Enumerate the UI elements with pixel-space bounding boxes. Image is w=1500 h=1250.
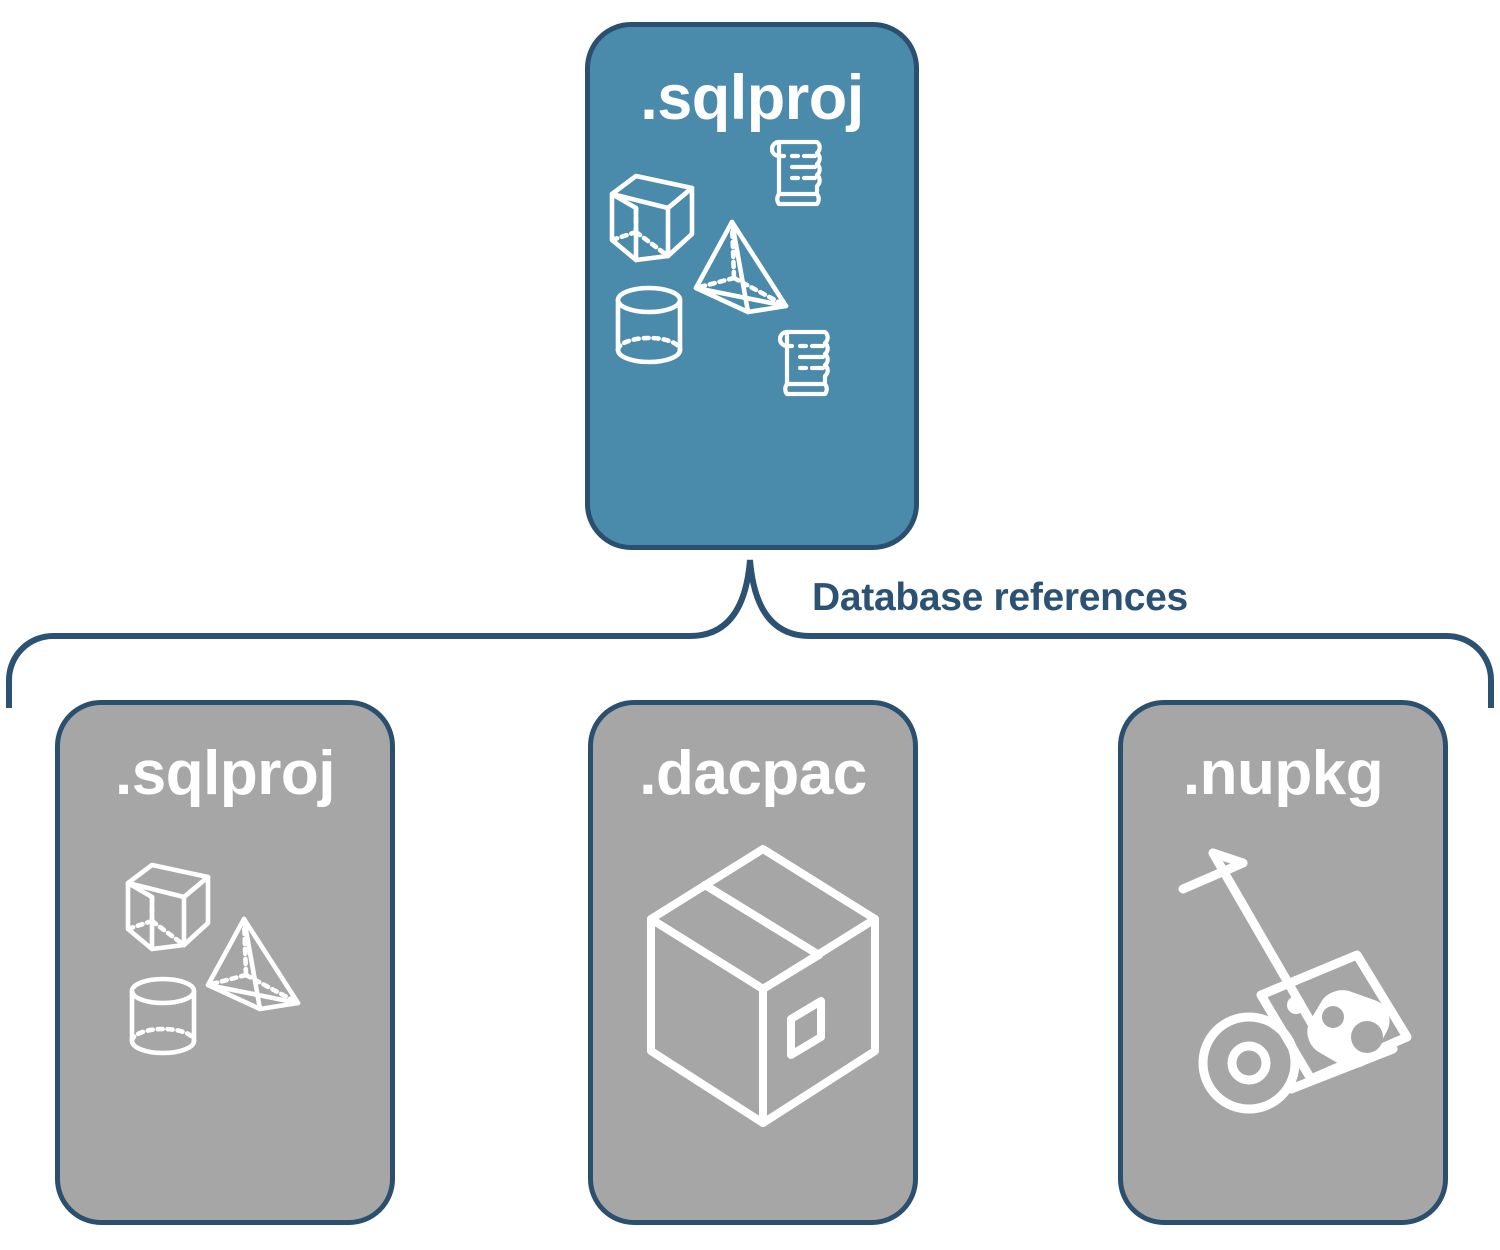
nuget-package-icon [1256, 950, 1412, 1084]
hand-truck-icon [1178, 848, 1412, 1114]
card-icon-group [60, 805, 390, 1220]
card-nupkg-reference[interactable]: .nupkg [1118, 700, 1448, 1225]
brace-label: Database references [812, 576, 1188, 619]
card-sqlproj-reference[interactable]: .sqlproj [55, 700, 395, 1225]
card-title: .sqlproj [640, 63, 864, 133]
card-title: .nupkg [1182, 739, 1384, 808]
cube-icon [609, 173, 695, 263]
cube-icon [125, 862, 211, 952]
scroll-icon [777, 329, 830, 397]
card-title: .sqlproj [115, 739, 335, 808]
pyramid-icon [205, 916, 301, 1012]
card-icon-group [593, 805, 913, 1220]
package-box-icon [647, 845, 879, 1127]
pyramid-icon [693, 219, 789, 315]
card-title: .dacpac [639, 739, 867, 808]
card-sqlproj-root[interactable]: .sqlproj [585, 22, 919, 550]
scroll-icon [769, 139, 822, 207]
card-icon-group [590, 130, 914, 545]
card-dacpac-reference[interactable]: .dacpac [588, 700, 918, 1225]
cylinder-icon [615, 285, 683, 365]
cylinder-icon [129, 976, 197, 1056]
brace-connector [6, 559, 1494, 708]
card-icon-group [1123, 805, 1443, 1220]
